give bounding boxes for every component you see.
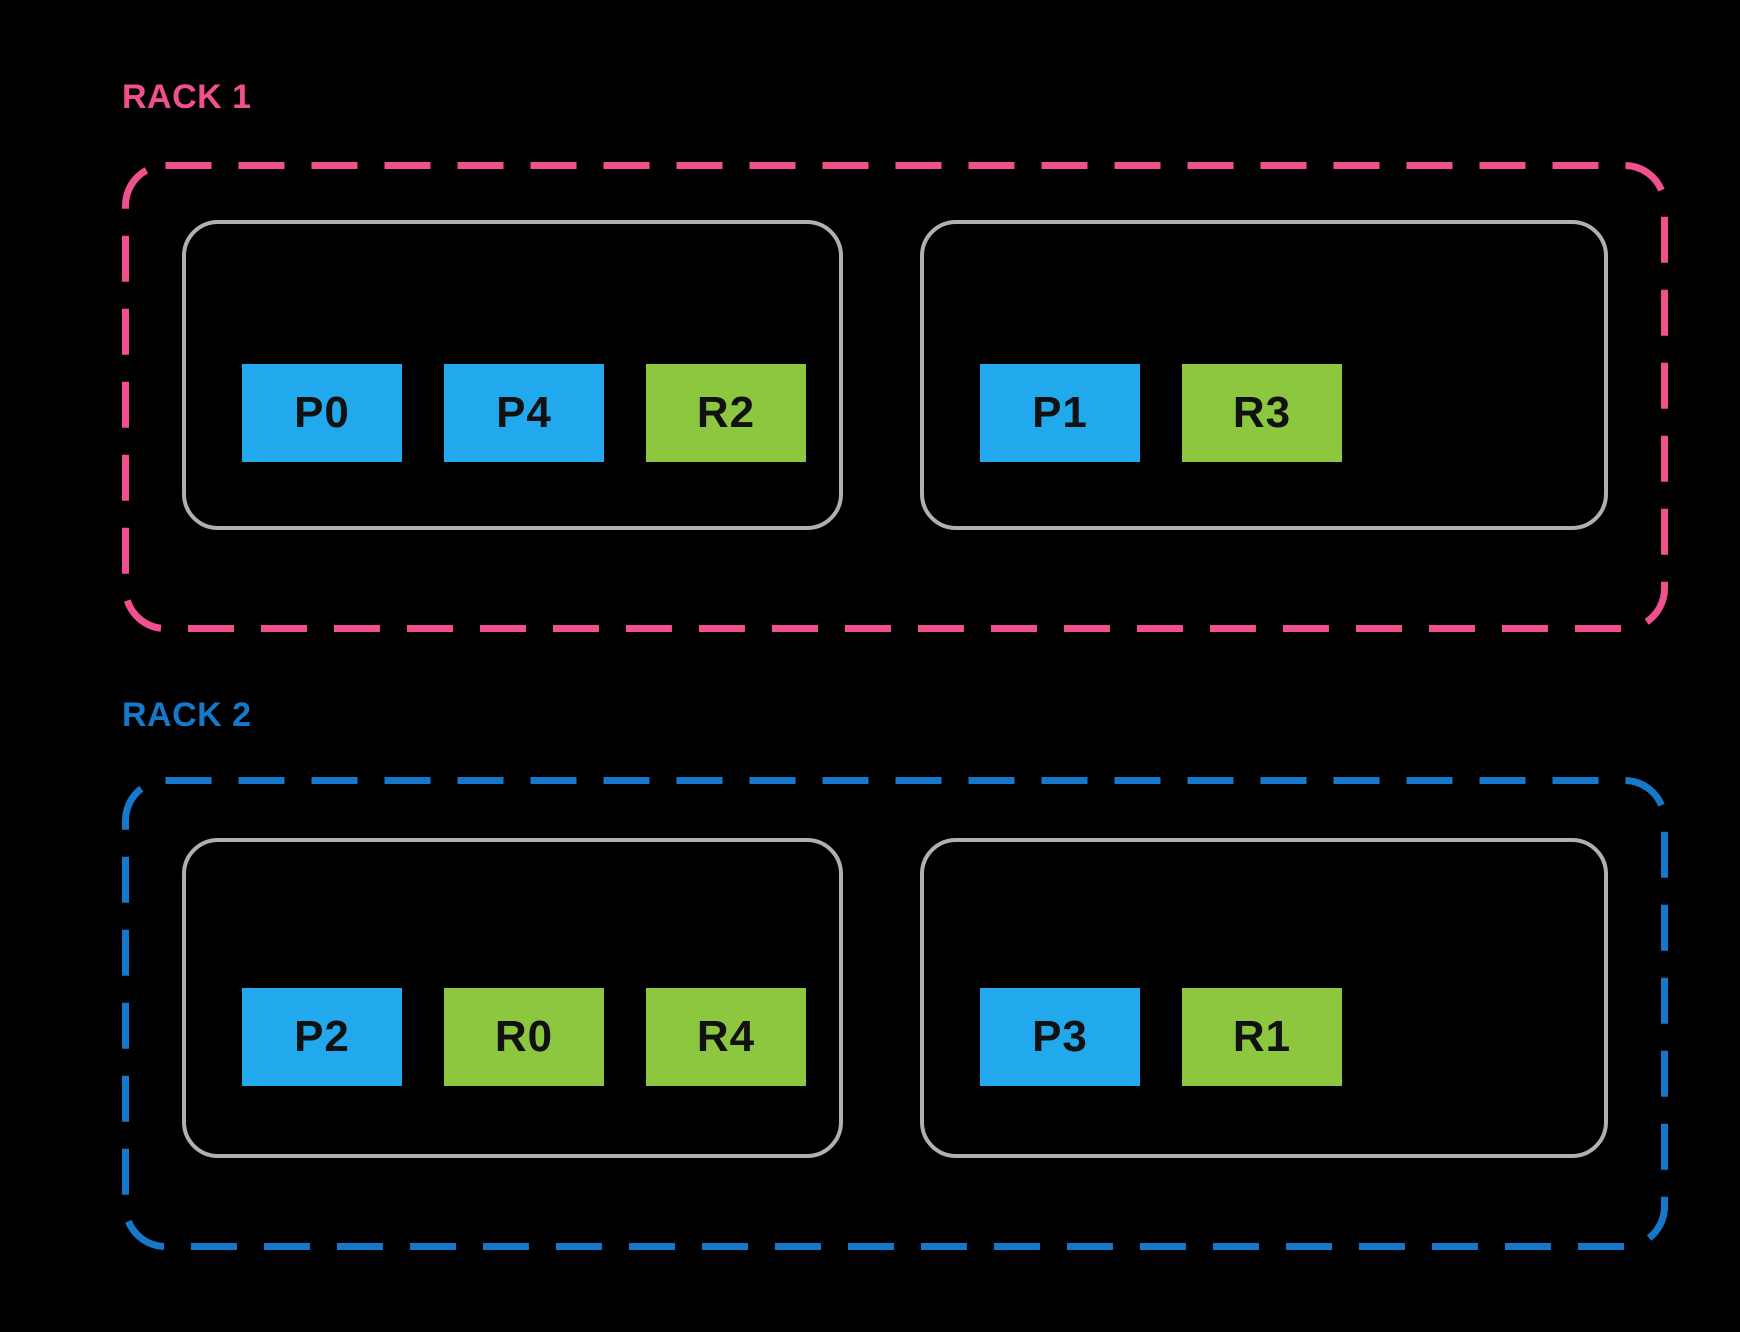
rack-1-host-2: P1 R3 — [920, 220, 1608, 530]
chip-p3: P3 — [980, 988, 1140, 1086]
chip-p0: P0 — [242, 364, 402, 462]
chip-r0: R0 — [444, 988, 604, 1086]
rack-2-label: RACK 2 — [122, 696, 252, 734]
chip-p1: P1 — [980, 364, 1140, 462]
chip-r2: R2 — [646, 364, 806, 462]
chip-r1: R1 — [1182, 988, 1342, 1086]
rack-2-host-2: P3 R1 — [920, 838, 1608, 1158]
chip-p2: P2 — [242, 988, 402, 1086]
chip-p4: P4 — [444, 364, 604, 462]
chip-r4: R4 — [646, 988, 806, 1086]
rack-1-dashed-border — [122, 162, 1668, 632]
rack-2-host-1: P2 R0 R4 — [182, 838, 843, 1158]
rack-1-label: RACK 1 — [122, 78, 252, 116]
rack-1-host-1: P0 P4 R2 — [182, 220, 843, 530]
chip-r3: R3 — [1182, 364, 1342, 462]
rack-2-dashed-border — [122, 777, 1668, 1250]
